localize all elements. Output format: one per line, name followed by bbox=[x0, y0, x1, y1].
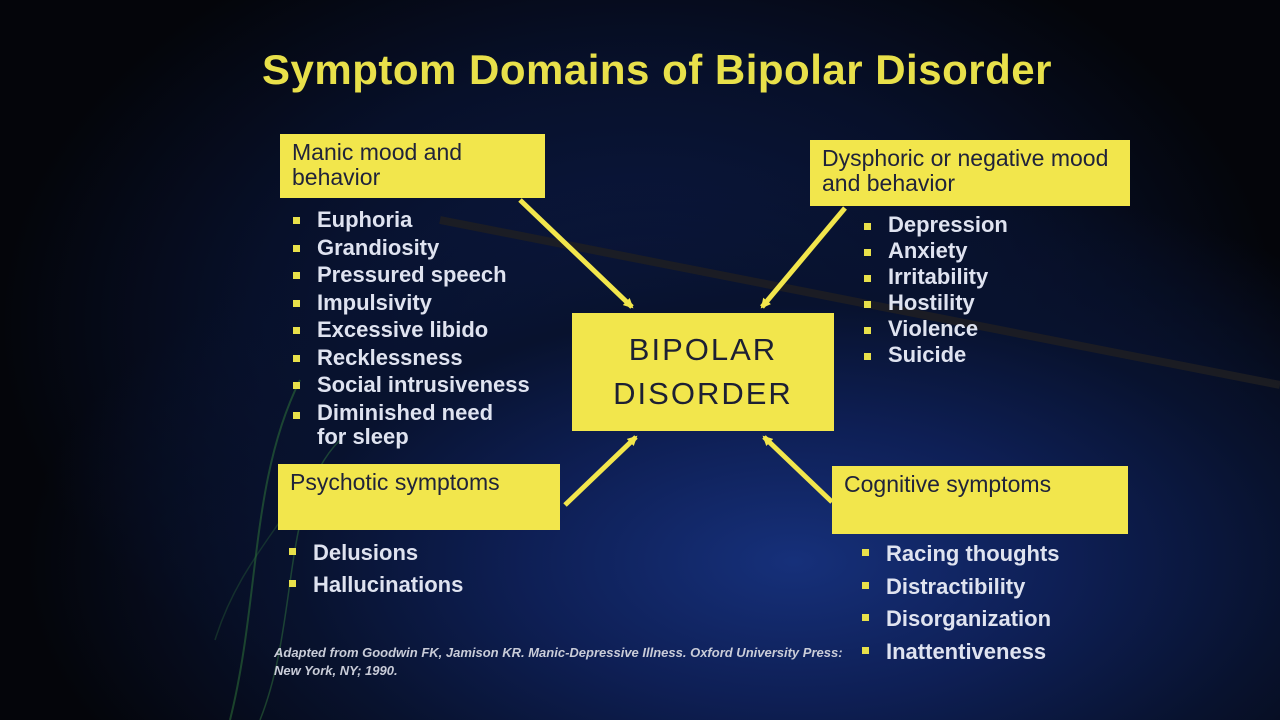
dysphoric-domain-box: Dysphoric or negative mood and behavior bbox=[810, 140, 1130, 206]
list-item: Irritability bbox=[864, 264, 1104, 290]
cognitive-domain-box: Cognitive symptoms bbox=[832, 466, 1128, 534]
manic-symptom-list: Euphoria Grandiosity Pressured speech Im… bbox=[293, 206, 583, 449]
arrow-psychotic bbox=[563, 435, 638, 507]
list-item: Recklessness bbox=[293, 344, 583, 372]
list-item: Pressured speech bbox=[293, 261, 583, 289]
list-item: Hallucinations bbox=[289, 569, 569, 601]
center-line-1: BIPOLAR bbox=[628, 332, 778, 367]
list-item: Anxiety bbox=[864, 238, 1104, 264]
list-item: Hostility bbox=[864, 290, 1104, 316]
psychotic-symptom-list: Delusions Hallucinations bbox=[289, 537, 569, 601]
list-item: Diminished need for sleep bbox=[293, 400, 527, 449]
citation: Adapted from Goodwin FK, Jamison KR. Man… bbox=[274, 645, 843, 678]
list-item: Distractibility bbox=[862, 571, 1122, 604]
list-item: Disorganization bbox=[862, 603, 1122, 636]
cognitive-symptom-list: Racing thoughts Distractibility Disorgan… bbox=[862, 538, 1122, 668]
arrow-manic bbox=[518, 198, 634, 309]
arrow-dysphoric bbox=[760, 206, 847, 309]
list-item: Racing thoughts bbox=[862, 538, 1122, 571]
center-bipolar-box: BIPOLAR DISORDER bbox=[572, 313, 834, 431]
list-item: Depression bbox=[864, 212, 1104, 238]
dysphoric-symptom-list: Depression Anxiety Irritability Hostilit… bbox=[864, 212, 1104, 368]
list-item: Impulsivity bbox=[293, 289, 583, 317]
list-item: Euphoria bbox=[293, 206, 583, 234]
manic-domain-box: Manic mood and behavior bbox=[280, 134, 545, 198]
list-item: Violence bbox=[864, 316, 1104, 342]
list-item: Excessive libido bbox=[293, 316, 583, 344]
list-item: Suicide bbox=[864, 342, 1104, 368]
center-line-2: DISORDER bbox=[613, 376, 793, 411]
list-item: Grandiosity bbox=[293, 234, 583, 262]
list-item: Inattentiveness bbox=[862, 636, 1122, 669]
list-item: Delusions bbox=[289, 537, 569, 569]
arrow-cognitive bbox=[762, 435, 834, 504]
psychotic-domain-box: Psychotic symptoms bbox=[278, 464, 560, 530]
list-item: Social intrusiveness bbox=[293, 371, 583, 399]
slide-title: Symptom Domains of Bipolar Disorder bbox=[262, 46, 1052, 93]
